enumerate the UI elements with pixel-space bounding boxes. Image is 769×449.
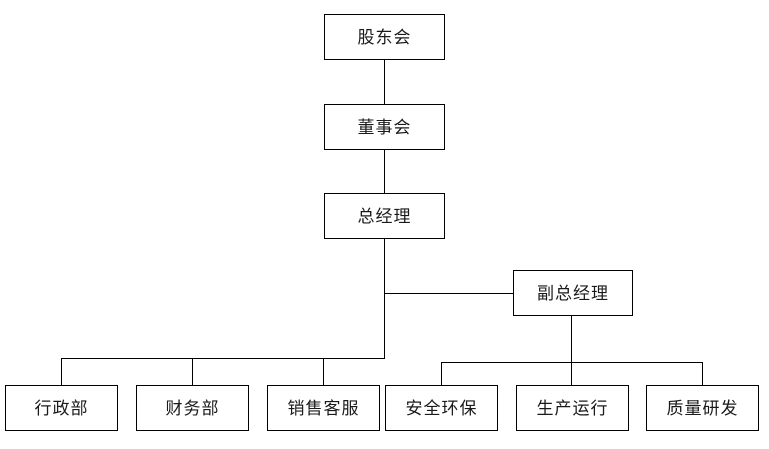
node-quality-rnd[interactable]: 质量研发 [646, 385, 759, 431]
node-finance-department[interactable]: 财务部 [136, 385, 249, 431]
node-board[interactable]: 董事会 [324, 104, 445, 150]
node-administration-department[interactable]: 行政部 [5, 385, 118, 431]
edge-gm-trunk [384, 239, 385, 359]
edge-gm-to-deputy-gm [385, 293, 514, 294]
node-deputy-general-manager[interactable]: 副总经理 [513, 270, 633, 316]
edge-drop-finance [192, 358, 193, 385]
edge-drop-production [571, 362, 572, 385]
node-safety-environment[interactable]: 安全环保 [385, 385, 498, 431]
node-board-label: 董事会 [357, 117, 412, 137]
node-production-operations[interactable]: 生产运行 [516, 385, 629, 431]
edge-drop-safety [441, 362, 442, 385]
node-shareholders-label: 股东会 [357, 27, 412, 47]
node-safety-environment-label: 安全环保 [405, 398, 478, 418]
edge-deputy-gm-horizontal-bus [441, 362, 703, 363]
node-finance-department-label: 财务部 [165, 398, 220, 418]
edge-drop-quality [702, 362, 703, 385]
edge-shareholders-to-board [384, 60, 385, 104]
edge-board-to-gm [384, 150, 385, 193]
node-sales-customer-service-label: 销售客服 [287, 398, 360, 418]
edge-drop-admin [61, 358, 62, 385]
edge-drop-sales [323, 358, 324, 385]
node-general-manager[interactable]: 总经理 [324, 193, 445, 239]
node-production-operations-label: 生产运行 [536, 398, 609, 418]
node-sales-customer-service[interactable]: 销售客服 [267, 385, 380, 431]
node-shareholders[interactable]: 股东会 [324, 14, 445, 60]
edge-gm-horizontal-bus [61, 358, 385, 359]
node-quality-rnd-label: 质量研发 [666, 398, 739, 418]
node-deputy-general-manager-label: 副总经理 [537, 283, 609, 303]
node-general-manager-label: 总经理 [357, 206, 412, 226]
edge-deputy-gm-stem [571, 316, 572, 362]
node-administration-department-label: 行政部 [34, 398, 89, 418]
